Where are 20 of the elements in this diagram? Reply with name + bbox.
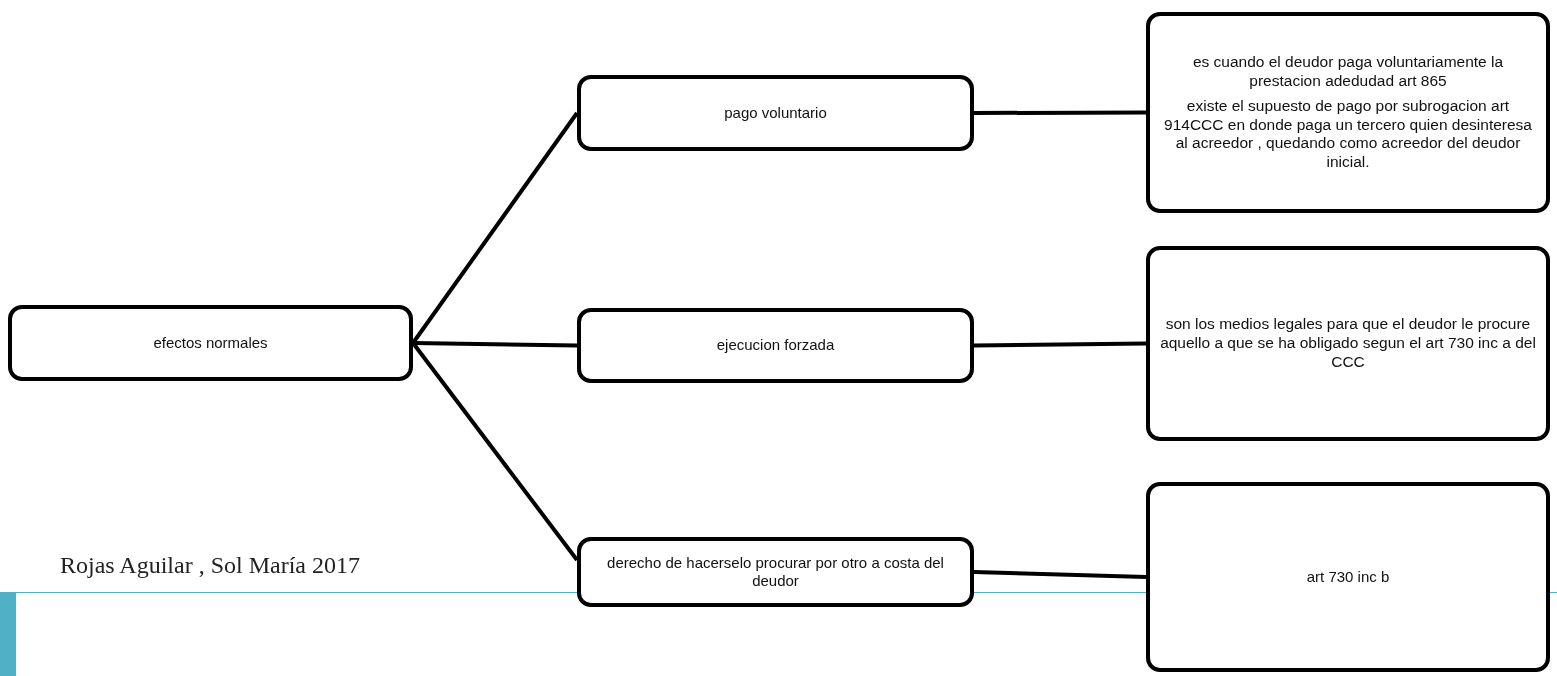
rounded-box	[577, 308, 974, 383]
node-text: son los medios legales para que el deudor le procure aquello a que se ha obligado segun el art 730 inc a del CCC	[1159, 315, 1537, 372]
rounded-box	[8, 305, 413, 381]
node-text: derecho de hacerselo procurar por otro a costa del deudor	[606, 553, 945, 591]
node-text: efectos normales	[153, 333, 268, 353]
rounded-box	[1146, 482, 1550, 672]
author-credit: Rojas Aguilar , Sol María 2017	[60, 552, 360, 579]
connector-line	[412, 341, 578, 348]
connector-line	[974, 110, 1146, 115]
node-text: ejecucion forzada	[716, 336, 835, 355]
node-text: es cuando el deudor paga voluntariamente la prestacion adedudad art 865	[1191, 52, 1505, 91]
node-text: existe el supuesto de pago por subrogacion art 914CCC en donde paga un tercero quien desinteresa al acreedor , quedando como acreedor del deudor inicial.	[1163, 96, 1533, 173]
rounded-box	[1146, 12, 1550, 213]
rounded-box	[1146, 246, 1550, 441]
connector-line	[973, 570, 1147, 579]
node-text: pago voluntario	[724, 103, 827, 123]
rounded-box	[577, 75, 974, 151]
node-text: art 730 inc b	[1306, 567, 1390, 587]
connector-line	[973, 341, 1147, 348]
rounded-box	[577, 537, 974, 607]
